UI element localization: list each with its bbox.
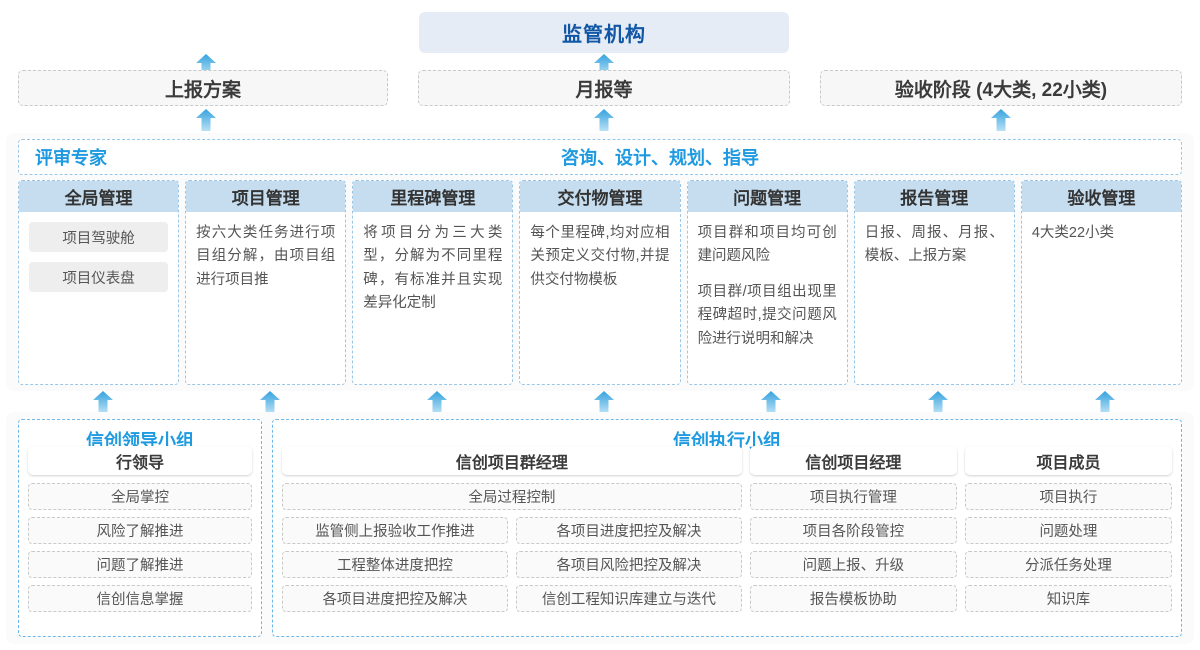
arrow-up-icon xyxy=(196,109,216,131)
card-paragraph: 每个里程碑,均对应相关预定义交付物,并提供交付物模板 xyxy=(530,225,670,288)
card-title: 验收管理 xyxy=(1067,189,1136,208)
task-item[interactable]: 项目执行 xyxy=(964,483,1172,510)
task-item[interactable]: 各项目进度把控及解决 xyxy=(515,517,742,544)
group-leader: 信创领导小组 行领导 全局掌控 风险了解推进 问题了解推进 信创信息掌握 xyxy=(18,419,262,637)
middle-role-bar: 评审专家 咨询、设计、规划、指导 xyxy=(18,139,1182,175)
exec-task-pair: 监管侧上报验收工作推进 工程整体进度把控 各项目进度把控及解决 各项目进度把控及… xyxy=(282,517,742,612)
card-title: 问题管理 xyxy=(733,189,802,208)
task-item[interactable]: 项目执行管理 xyxy=(749,483,957,510)
card-header: 里程碑管理 xyxy=(353,181,513,212)
task-item[interactable]: 全局过程控制 xyxy=(282,483,742,510)
card-paragraph: 项目群/项目组出现里程碑超时,提交问题风险进行说明和解决 xyxy=(697,283,837,347)
report-box-plan[interactable]: 上报方案 xyxy=(18,70,388,106)
arrow-up-icon xyxy=(1095,391,1115,413)
task-item[interactable]: 问题上报、升级 xyxy=(749,551,957,578)
card-paragraph: 日报、周报、月报、模板、上报方案 xyxy=(864,225,1004,265)
exec-subcolumn-left: 监管侧上报验收工作推进 工程整体进度把控 各项目进度把控及解决 xyxy=(282,517,508,612)
report-box-monthly[interactable]: 月报等 xyxy=(418,70,790,106)
leader-column: 行领导 全局掌控 风险了解推进 问题了解推进 信创信息掌握 xyxy=(28,446,252,612)
card-body: 项目群和项目均可创建问题风险 项目群/项目组出现里程碑超时,提交问题风险进行说明… xyxy=(688,212,847,384)
task-item[interactable]: 问题处理 xyxy=(964,517,1172,544)
capability-card-project[interactable]: 项目管理 按六大类任务进行项目组分解，由项目组进行项目推 xyxy=(185,180,347,385)
regulator-box: 监管机构 xyxy=(419,12,789,53)
card-header: 报告管理 xyxy=(854,181,1014,212)
card-header: 问题管理 xyxy=(687,181,847,212)
exec-column-program-manager: 信创项目群经理 全局过程控制 监管侧上报验收工作推进 工程整体进度把控 各项目进… xyxy=(282,446,742,612)
arrow-up-icon xyxy=(93,391,113,413)
middle-panel: 评审专家 咨询、设计、规划、指导 全局管理 项目驾驶舱 项目仪表盘 项目管理 按… xyxy=(6,133,1194,391)
task-item[interactable]: 各项目风险把控及解决 xyxy=(515,551,742,578)
task-item[interactable]: 分派任务处理 xyxy=(964,551,1172,578)
capability-cards-row: 全局管理 项目驾驶舱 项目仪表盘 项目管理 按六大类任务进行项目组分解，由项目组… xyxy=(18,180,1182,385)
card-header: 交付物管理 xyxy=(520,181,680,212)
capability-card-global[interactable]: 全局管理 项目驾驶舱 项目仪表盘 xyxy=(18,180,180,385)
card-title: 交付物管理 xyxy=(557,189,643,208)
task-item[interactable]: 各项目进度把控及解决 xyxy=(282,585,508,612)
role-head[interactable]: 信创项目群经理 xyxy=(282,446,742,475)
task-item[interactable]: 报告模板协助 xyxy=(749,585,957,612)
exec-subcolumn-right: 各项目进度把控及解决 各项目风险把控及解决 信创工程知识库建立与迭代 xyxy=(515,517,742,612)
group-title: 信创执行小组 xyxy=(673,431,781,451)
card-body: 日报、周报、月报、模板、上报方案 xyxy=(855,212,1014,384)
card-title: 全局管理 xyxy=(64,189,133,208)
task-item[interactable]: 监管侧上报验收工作推进 xyxy=(282,517,508,544)
task-item[interactable]: 项目各阶段管控 xyxy=(749,517,957,544)
card-paragraph: 4大类22小类 xyxy=(1031,225,1115,241)
card-body: 每个里程碑,均对应相关预定义交付物,并提供交付物模板 xyxy=(520,212,679,384)
role-head[interactable]: 行领导 xyxy=(28,446,252,475)
card-header: 全局管理 xyxy=(19,181,179,212)
report-label: 验收阶段 (4大类, 22小类) xyxy=(894,79,1108,101)
card-title: 里程碑管理 xyxy=(390,189,476,208)
role-review-expert: 评审专家 xyxy=(35,148,107,168)
task-item[interactable]: 知识库 xyxy=(964,585,1172,612)
card-title: 报告管理 xyxy=(900,189,969,208)
card-paragraph: 项目群和项目均可创建问题风险 xyxy=(697,225,837,265)
card-body: 项目驾驶舱 项目仪表盘 xyxy=(19,212,178,384)
report-box-acceptance[interactable]: 验收阶段 (4大类, 22小类) xyxy=(820,70,1182,106)
task-item[interactable]: 风险了解推进 xyxy=(28,517,252,544)
regulator-title: 监管机构 xyxy=(562,24,646,46)
exec-column-project-manager: 信创项目经理 项目执行管理 项目各阶段管控 问题上报、升级 报告模板协助 xyxy=(749,446,957,612)
card-header: 验收管理 xyxy=(1021,181,1181,212)
group-exec: 信创执行小组 信创项目群经理 全局过程控制 监管侧上报验收工作推进 工程整体进度… xyxy=(272,419,1182,637)
task-item[interactable]: 工程整体进度把控 xyxy=(282,551,508,578)
card-body: 4大类22小类 xyxy=(1022,212,1181,384)
arrow-up-icon xyxy=(260,391,280,413)
task-item[interactable]: 问题了解推进 xyxy=(28,551,252,578)
exec-columns: 信创项目群经理 全局过程控制 监管侧上报验收工作推进 工程整体进度把控 各项目进… xyxy=(273,446,1181,612)
card-body: 将项目分为三大类型，分解为不同里程碑，有标准并且实现差异化定制 xyxy=(353,212,512,384)
arrow-up-icon xyxy=(594,391,614,413)
bottom-panel: 信创领导小组 行领导 全局掌控 风险了解推进 问题了解推进 信创信息掌握 信创执… xyxy=(6,412,1194,644)
card-pill[interactable]: 项目驾驶舱 xyxy=(29,222,169,252)
card-body: 按六大类任务进行项目组分解，由项目组进行项目推 xyxy=(186,212,345,384)
exec-column-members: 项目成员 项目执行 问题处理 分派任务处理 知识库 xyxy=(964,446,1172,612)
arrow-up-icon xyxy=(594,109,614,131)
capability-card-report[interactable]: 报告管理 日报、周报、月报、模板、上报方案 xyxy=(853,180,1015,385)
arrow-up-icon xyxy=(761,391,781,413)
task-item[interactable]: 全局掌控 xyxy=(28,483,252,510)
leader-columns: 行领导 全局掌控 风险了解推进 问题了解推进 信创信息掌握 xyxy=(19,446,261,612)
report-label: 上报方案 xyxy=(164,79,241,101)
role-consulting: 咨询、设计、规划、指导 xyxy=(561,148,759,168)
role-head[interactable]: 项目成员 xyxy=(964,446,1172,475)
capability-card-issue[interactable]: 问题管理 项目群和项目均可创建问题风险 项目群/项目组出现里程碑超时,提交问题风… xyxy=(686,180,848,385)
group-title: 信创领导小组 xyxy=(86,431,194,451)
arrow-up-icon xyxy=(196,54,216,76)
card-title: 项目管理 xyxy=(231,189,300,208)
card-pill[interactable]: 项目仪表盘 xyxy=(29,262,169,292)
role-head[interactable]: 信创项目经理 xyxy=(749,446,957,475)
task-item[interactable]: 信创工程知识库建立与迭代 xyxy=(515,585,742,612)
card-paragraph: 将项目分为三大类型，分解为不同里程碑，有标准并且实现差异化定制 xyxy=(363,225,503,312)
arrow-up-icon xyxy=(991,109,1011,131)
card-paragraph: 按六大类任务进行项目组分解，由项目组进行项目推 xyxy=(196,225,336,288)
capability-card-acceptance[interactable]: 验收管理 4大类22小类 xyxy=(1020,180,1182,385)
arrow-up-icon xyxy=(928,391,948,413)
task-item[interactable]: 信创信息掌握 xyxy=(28,585,252,612)
card-header: 项目管理 xyxy=(186,181,346,212)
report-label: 月报等 xyxy=(575,79,633,101)
capability-card-deliverable[interactable]: 交付物管理 每个里程碑,均对应相关预定义交付物,并提供交付物模板 xyxy=(519,180,681,385)
arrow-up-icon xyxy=(427,391,447,413)
capability-card-milestone[interactable]: 里程碑管理 将项目分为三大类型，分解为不同里程碑，有标准并且实现差异化定制 xyxy=(352,180,514,385)
arrow-up-icon xyxy=(594,54,614,76)
